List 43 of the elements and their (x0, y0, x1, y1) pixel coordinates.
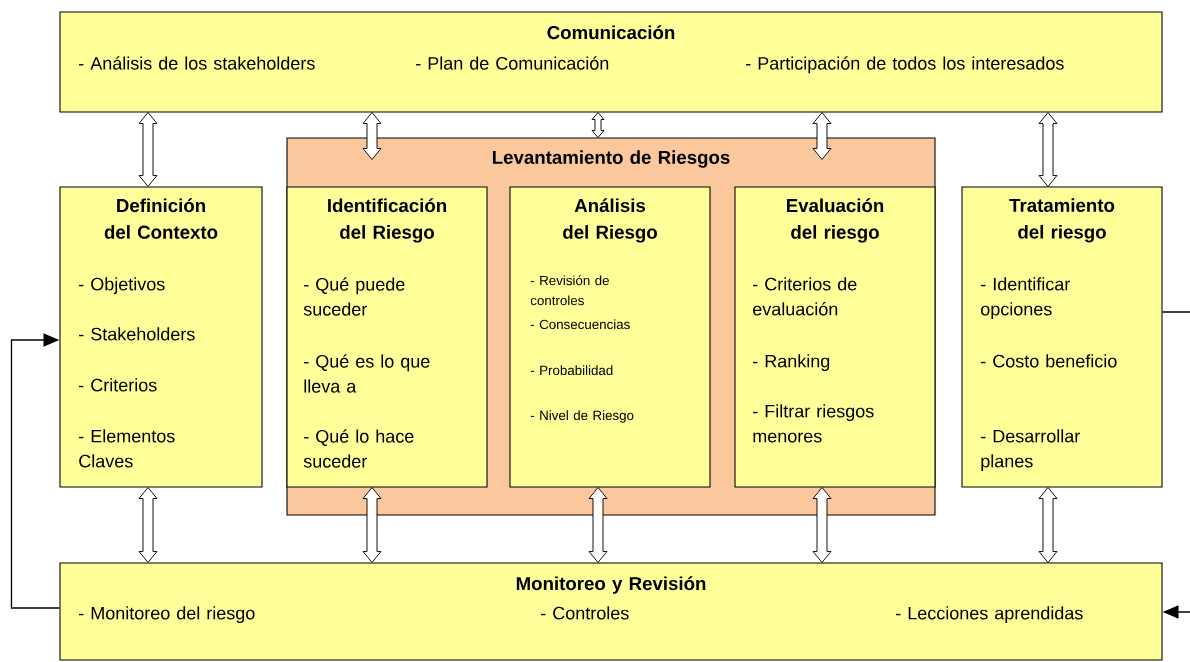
bullet-item: - Análisis de los stakeholders (79, 56, 315, 70)
double-arrow (812, 487, 832, 563)
bullet-item: - Revisión de controles (530, 275, 609, 306)
box-title: Definición del Contexto (104, 198, 218, 239)
box-title: Comunicación (547, 25, 675, 40)
bullet-item: - Desarrollar planes (981, 429, 1080, 472)
bullet-item: - Elementos Claves (79, 429, 175, 468)
bullet-item: - Plan de Comunicación (416, 56, 609, 70)
bullet-item: - Objetivos (79, 277, 165, 295)
double-arrow (1038, 487, 1058, 563)
box-title: Tratamiento del riesgo (1009, 198, 1115, 243)
double-arrow (362, 112, 382, 160)
box-title: Análisis del Riesgo (563, 198, 657, 243)
bullet-item: - Criterios de evaluación (753, 277, 857, 316)
bullet-item: - Qué es lo que lleva a (304, 354, 430, 393)
bullet-item: - Filtrar riesgos menores (753, 404, 874, 443)
bullet-item: - Consecuencias (530, 319, 630, 330)
connector-line (1161, 311, 1190, 313)
box-title: Levantamiento de Riesgos (492, 150, 730, 168)
bullet-item: - Identificar opciones (981, 277, 1070, 320)
box-title: Evaluación del riesgo (787, 198, 884, 243)
bullet-item: - Stakeholders (79, 327, 195, 341)
bullet-item: - Probabilidad (530, 365, 613, 376)
bullet-item: - Criterios (79, 378, 157, 392)
bullet-item: - Lecciones aprendidas (896, 606, 1083, 624)
double-arrow (362, 487, 382, 563)
bullet-item: - Qué lo hace suceder (303, 429, 414, 468)
box-title: Monitoreo y Revisión (516, 576, 706, 594)
bullet-item: - Participación de todos los interesados (746, 56, 1064, 74)
bullet-item: - Monitoreo del riesgo (79, 606, 255, 624)
bullet-item: - Costo beneficio (981, 354, 1117, 368)
bullet-item: - Ranking (753, 354, 830, 372)
double-arrow (812, 112, 832, 160)
double-arrow (138, 487, 158, 563)
double-arrow (591, 112, 605, 138)
box-title: Identificación del Riesgo (328, 198, 446, 243)
bullet-item: - Nivel de Riesgo (530, 410, 634, 423)
feedback-arrow (10, 333, 61, 609)
double-arrow (138, 112, 158, 187)
double-arrow (1038, 112, 1058, 187)
bullet-item: - Controles (541, 606, 629, 620)
bullet-item: - Qué puede suceder (303, 277, 405, 316)
double-arrow (588, 487, 608, 563)
